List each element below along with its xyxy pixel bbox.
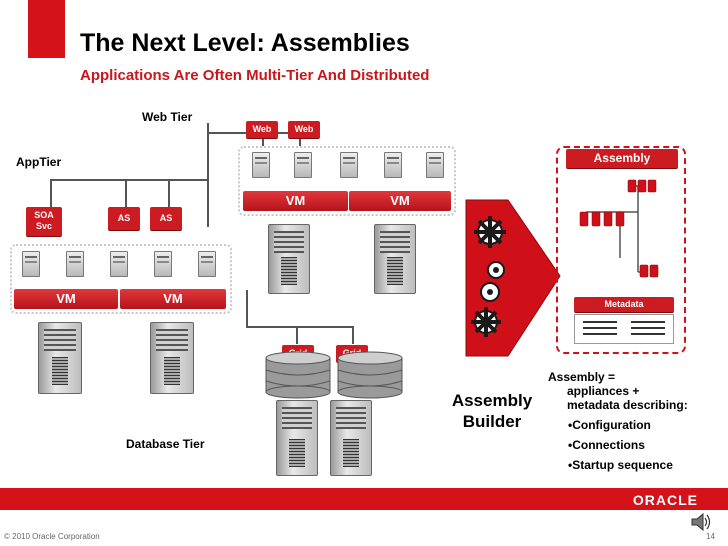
title-accent-block <box>28 0 65 58</box>
connector-line <box>262 132 264 146</box>
assembly-label: Assembly <box>566 149 678 169</box>
vm-bar: VM <box>14 289 118 309</box>
copyright-text: © 2010 Oracle Corporation <box>4 532 100 541</box>
as-tag: AS <box>150 207 182 231</box>
tower-server-icon <box>268 224 310 294</box>
server-icon <box>66 251 84 277</box>
assembly-builder-label: Assembly Builder <box>444 390 540 432</box>
server-icon <box>340 152 358 178</box>
server-icon <box>154 251 172 277</box>
connector-line <box>352 326 354 344</box>
slide-subtitle: Applications Are Often Multi-Tier And Di… <box>80 67 430 84</box>
database-tier-label: Database Tier <box>126 437 205 451</box>
assembly-box <box>556 146 686 354</box>
metadata-label-text: Metadata <box>604 299 644 309</box>
assembly-tree-diagram <box>579 179 659 278</box>
web-tier-server-group <box>238 146 456 216</box>
app-tier-server-group <box>10 244 232 314</box>
as-tag: AS <box>108 207 140 231</box>
connector-line <box>50 179 208 181</box>
app-tier-label: AppTier <box>16 155 62 169</box>
connector-line <box>50 179 52 209</box>
vm-bar: VM <box>243 191 348 211</box>
as-tag-label: AS <box>159 213 173 223</box>
web-tier-label: Web Tier <box>142 110 193 124</box>
metadata-label: Metadata <box>574 297 674 313</box>
server-icon <box>294 152 312 178</box>
server-icon <box>384 152 402 178</box>
server-icon <box>252 152 270 178</box>
speaker-icon[interactable] <box>690 512 712 532</box>
soa-tag-line2: Svc <box>35 221 52 231</box>
slide-title: The Next Level: Assemblies <box>80 29 410 57</box>
as-tag-label: AS <box>117 213 131 223</box>
web-tag: Web <box>246 121 278 139</box>
server-icon <box>426 152 444 178</box>
tower-server-icon <box>38 322 82 394</box>
vm-bar: VM <box>120 289 226 309</box>
connector-line <box>207 123 209 227</box>
metadata-document <box>574 314 674 344</box>
connector-line <box>299 132 301 146</box>
desc-bullet: Configuration <box>556 418 688 432</box>
connector-line <box>168 179 170 209</box>
connector-line <box>125 179 127 209</box>
desc-line2: appliances + <box>567 384 640 398</box>
tower-server-icon <box>374 224 416 294</box>
page-number: 14 <box>706 532 715 541</box>
assembly-description: Assembly = appliances + metadata describ… <box>548 370 688 472</box>
tower-server-icon <box>330 400 372 476</box>
web-tag-label: Web <box>252 124 272 134</box>
web-tag-label: Web <box>294 124 314 134</box>
gear-icon <box>471 216 506 337</box>
desc-bullet: Startup sequence <box>556 458 688 472</box>
connector-line <box>296 326 298 344</box>
desc-bullet: Connections <box>556 438 688 452</box>
soa-svc-tag: SOA Svc <box>26 207 62 237</box>
web-tag: Web <box>288 121 320 139</box>
database-icon <box>265 351 403 399</box>
server-icon <box>110 251 128 277</box>
builder-line1: Assembly <box>451 391 533 410</box>
footer-bar <box>0 488 728 510</box>
connector-line <box>246 326 354 328</box>
vm-bar: VM <box>349 191 451 211</box>
server-icon <box>198 251 216 277</box>
desc-line1: Assembly = <box>548 370 616 384</box>
tower-server-icon <box>150 322 194 394</box>
connector-line <box>246 290 248 328</box>
assembly-label-text: Assembly <box>593 151 651 165</box>
builder-line2: Builder <box>462 412 522 431</box>
desc-line3: metadata describing: <box>567 398 688 412</box>
server-icon <box>22 251 40 277</box>
soa-tag-line1: SOA <box>34 210 54 220</box>
tower-server-icon <box>276 400 318 476</box>
oracle-logo: ORACLE <box>632 492 698 508</box>
